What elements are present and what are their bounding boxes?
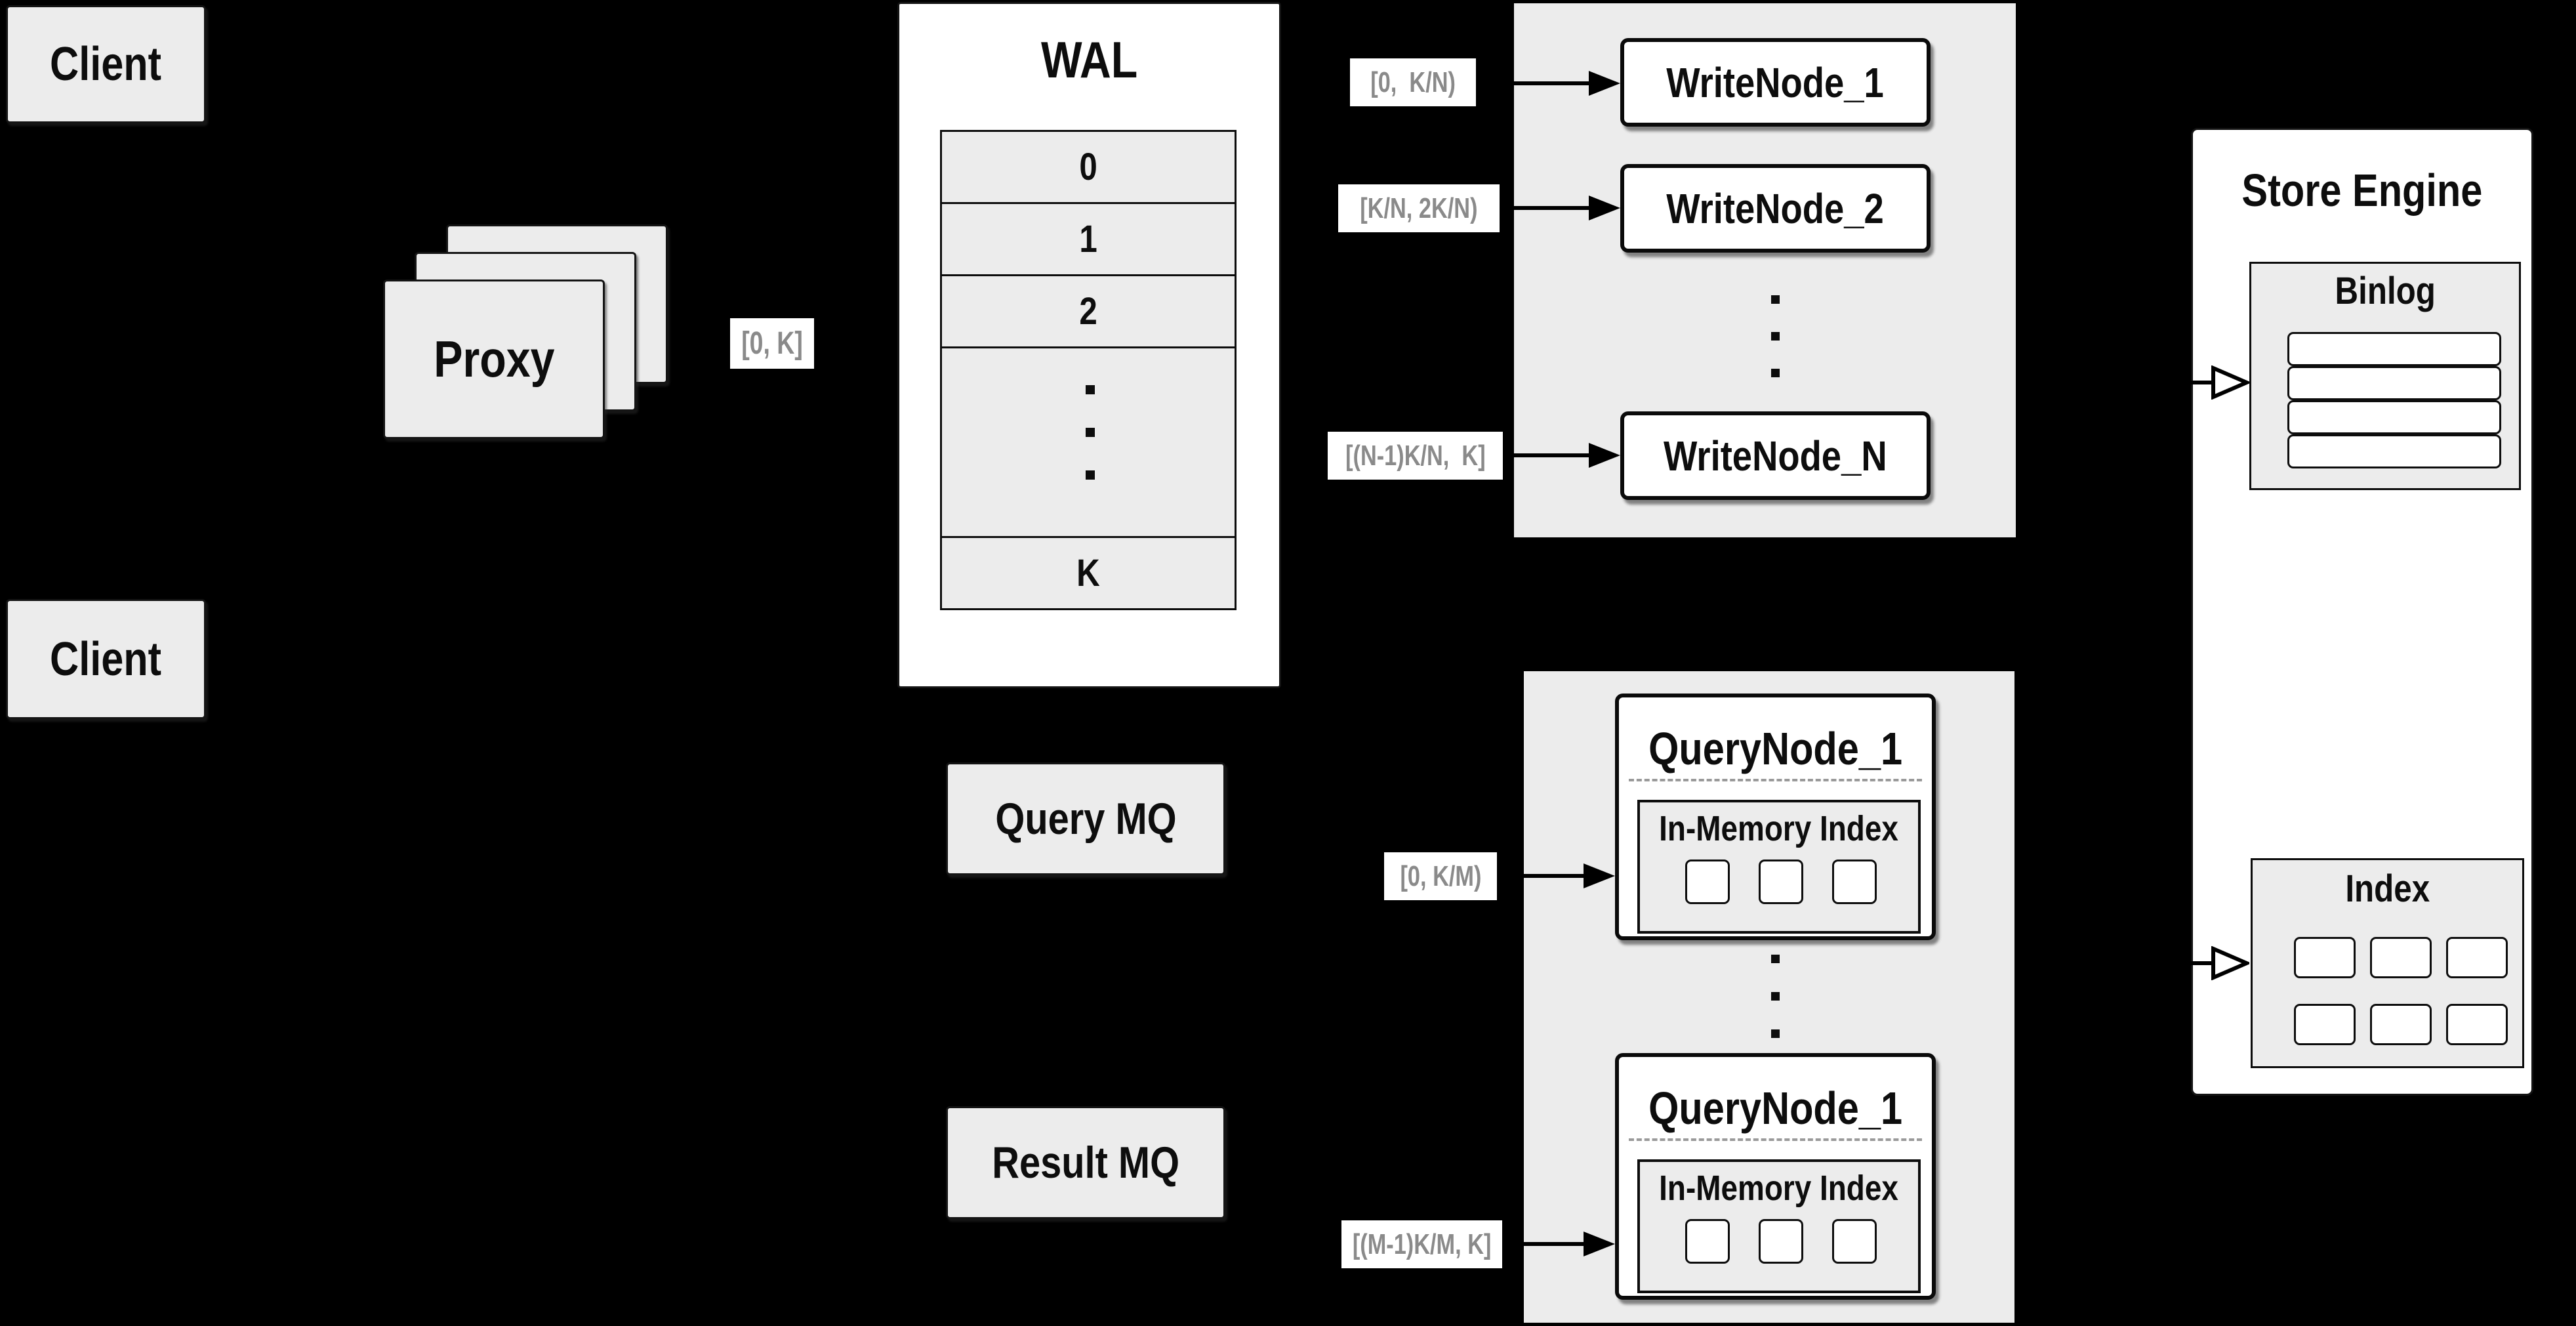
wal-row-0: 0 bbox=[940, 130, 1237, 204]
range-label-write-n: [(N-1)K/N, K] bbox=[1328, 432, 1503, 480]
write-node-2: WriteNode_2 bbox=[1620, 164, 1931, 253]
index-cell bbox=[2446, 1004, 2508, 1045]
memory-segment-cell bbox=[1759, 1219, 1803, 1264]
range-label-proxy-to-wal: [0, K] bbox=[730, 318, 814, 369]
index-title: Index bbox=[2345, 867, 2430, 910]
ellipsis-dot bbox=[1086, 428, 1095, 437]
index-cell bbox=[2446, 937, 2508, 978]
store-engine-box: Store Engine Binlog Index bbox=[2191, 128, 2533, 1096]
wal-row-2: 2 bbox=[940, 274, 1237, 348]
arrow-index-open-head bbox=[2211, 946, 2249, 980]
binlog-row bbox=[2287, 434, 2501, 468]
ellipsis-dot bbox=[1771, 332, 1780, 341]
arrow-query-m-shaft bbox=[1502, 1242, 1585, 1246]
index-cell bbox=[2370, 937, 2432, 978]
binlog-title: Binlog bbox=[2335, 269, 2436, 312]
store-engine-title: Store Engine bbox=[2241, 165, 2483, 216]
in-memory-index-title: In-Memory Index bbox=[1659, 809, 1899, 848]
ellipsis-dot bbox=[1771, 992, 1780, 1001]
query-node-top: QueryNode_1 In-Memory Index bbox=[1615, 694, 1936, 940]
query-node-bottom-title: QueryNode_1 bbox=[1648, 1083, 1902, 1134]
proxy-card-front: Proxy bbox=[383, 280, 605, 439]
wal-title: WAL bbox=[1040, 30, 1138, 89]
index-cell bbox=[2370, 1004, 2432, 1045]
arrow-write-n-shaft bbox=[1503, 453, 1590, 457]
arrow-query-1-shaft bbox=[1497, 874, 1585, 878]
in-memory-index-box: In-Memory Index bbox=[1637, 1159, 1921, 1293]
arrow-write-2-shaft bbox=[1500, 206, 1590, 210]
range-label-query-m: [(M-1)K/M, K] bbox=[1341, 1220, 1502, 1268]
ellipsis-dot bbox=[1771, 1029, 1780, 1038]
client-top-label: Client bbox=[50, 38, 162, 91]
arrow-binlog-shaft bbox=[2191, 381, 2214, 384]
range-label-write-1: [0, K/N) bbox=[1350, 58, 1476, 106]
memory-segment-cell bbox=[1759, 860, 1803, 904]
arrow-binlog-open-head bbox=[2211, 365, 2249, 400]
in-memory-index-box: In-Memory Index bbox=[1637, 800, 1921, 934]
wal-box: WAL 0 1 2 K bbox=[897, 2, 1281, 688]
binlog-box: Binlog bbox=[2249, 262, 2521, 490]
query-mq-box: Query MQ bbox=[946, 762, 1225, 875]
result-mq-box: Result MQ bbox=[946, 1106, 1225, 1219]
memory-segment-cell bbox=[1685, 860, 1730, 904]
arrow-query-1-head bbox=[1584, 863, 1615, 888]
memory-segment-cell bbox=[1832, 1219, 1877, 1264]
divider-dashed bbox=[1629, 779, 1922, 781]
ellipsis-dot bbox=[1086, 470, 1095, 480]
client-bottom-label: Client bbox=[50, 632, 162, 686]
client-box-bottom: Client bbox=[6, 599, 206, 719]
ellipsis-dot bbox=[1771, 369, 1780, 377]
arrow-write-1-shaft bbox=[1476, 81, 1590, 85]
ellipsis-dot bbox=[1771, 955, 1780, 963]
divider-dashed bbox=[1629, 1138, 1922, 1141]
write-node-1: WriteNode_1 bbox=[1620, 38, 1931, 127]
arrow-write-n-head bbox=[1589, 443, 1620, 468]
index-cell bbox=[2294, 937, 2356, 978]
client-box-top: Client bbox=[6, 5, 206, 123]
write-node-n: WriteNode_N bbox=[1620, 411, 1931, 500]
query-node-bottom: QueryNode_1 In-Memory Index bbox=[1615, 1053, 1936, 1300]
index-cell bbox=[2294, 1004, 2356, 1045]
in-memory-index-title: In-Memory Index bbox=[1659, 1169, 1899, 1208]
arrow-index-shaft bbox=[2191, 961, 2214, 965]
binlog-row bbox=[2287, 332, 2501, 366]
arrow-write-2-head bbox=[1589, 196, 1620, 220]
arrow-query-m-head bbox=[1584, 1232, 1615, 1256]
range-label-query-1: [0, K/M) bbox=[1384, 852, 1497, 900]
ellipsis-dot bbox=[1086, 385, 1095, 394]
memory-segment-cell bbox=[1832, 860, 1877, 904]
query-node-top-title: QueryNode_1 bbox=[1648, 723, 1902, 774]
wal-row-k: K bbox=[940, 536, 1237, 610]
binlog-row bbox=[2287, 366, 2501, 400]
range-label-write-2: [K/N, 2K/N) bbox=[1338, 184, 1500, 232]
proxy-label: Proxy bbox=[433, 330, 555, 388]
ellipsis-dot bbox=[1771, 295, 1780, 304]
arrow-write-1-head bbox=[1589, 71, 1620, 96]
wal-row-ellipsis bbox=[940, 346, 1237, 538]
binlog-row bbox=[2287, 400, 2501, 434]
wal-row-1: 1 bbox=[940, 202, 1237, 276]
memory-segment-cell bbox=[1685, 1219, 1730, 1264]
index-box: Index bbox=[2251, 858, 2524, 1068]
